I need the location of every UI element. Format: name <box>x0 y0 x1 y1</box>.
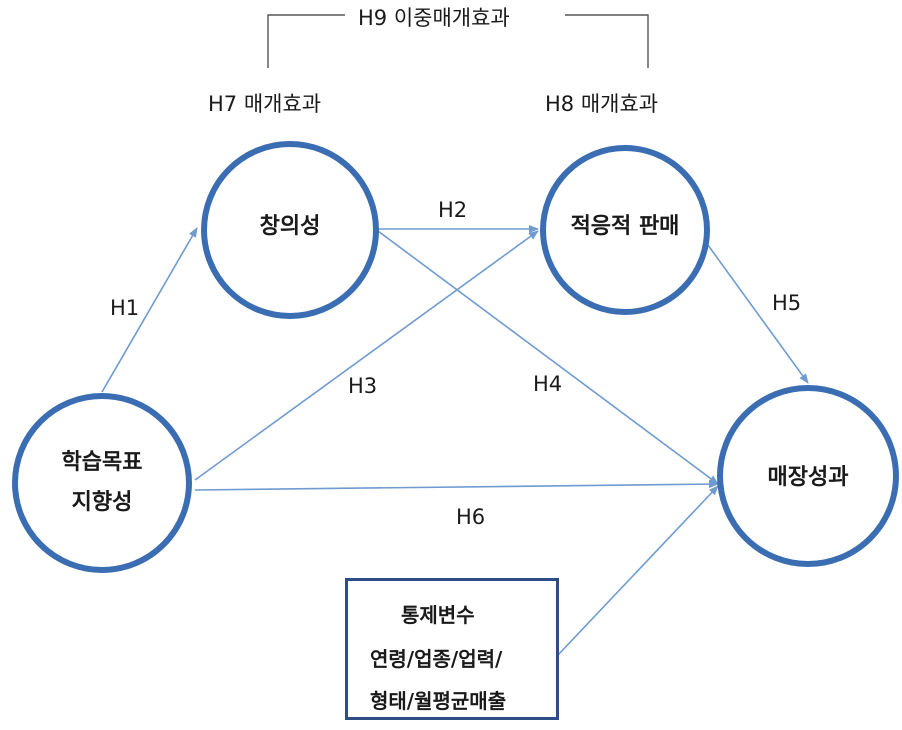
node-creativity-circle <box>201 141 379 319</box>
edge-h4 <box>377 230 719 485</box>
label-h4: H4 <box>533 372 563 396</box>
node-sales-performance-circle <box>717 385 899 567</box>
control-variables-line1: 연령/업종/업력/ <box>370 647 503 671</box>
control-variables-box: 통제변수 연령/업종/업력/ 형태/월평균매출 <box>345 578 559 720</box>
edge-h5 <box>704 240 809 384</box>
node-learning-goal-label: 학습목표 지향성 <box>22 443 182 523</box>
label-h6: H6 <box>456 505 486 529</box>
node-adaptive-selling-circle <box>540 145 710 315</box>
label-h5: H5 <box>772 291 802 315</box>
edge-h1 <box>101 227 198 393</box>
node-learning-goal-line2: 지향성 <box>71 490 133 515</box>
edge-h3 <box>194 230 539 481</box>
label-h1: H1 <box>110 296 140 320</box>
node-sales-performance-label: 매장성과 <box>767 465 849 490</box>
node-creativity-label: 창의성 <box>259 214 321 239</box>
label-h3: H3 <box>348 374 378 398</box>
node-learning-goal-line1: 학습목표 <box>61 450 143 475</box>
label-h8: H8 매개효과 <box>545 92 659 116</box>
node-adaptive-selling-label: 적응적 판매 <box>570 214 680 239</box>
control-variables-line2: 형태/월평균매출 <box>370 689 507 713</box>
h9-bracket <box>267 14 649 68</box>
label-h2: H2 <box>438 198 468 222</box>
edge-h6 <box>194 480 719 491</box>
label-h9: H9 이중매개효과 <box>358 6 510 30</box>
node-learning-goal-circle <box>12 393 192 573</box>
control-variables-title: 통제변수 <box>401 603 475 627</box>
edge-control <box>557 485 719 656</box>
label-h7: H7 매개효과 <box>208 92 322 116</box>
